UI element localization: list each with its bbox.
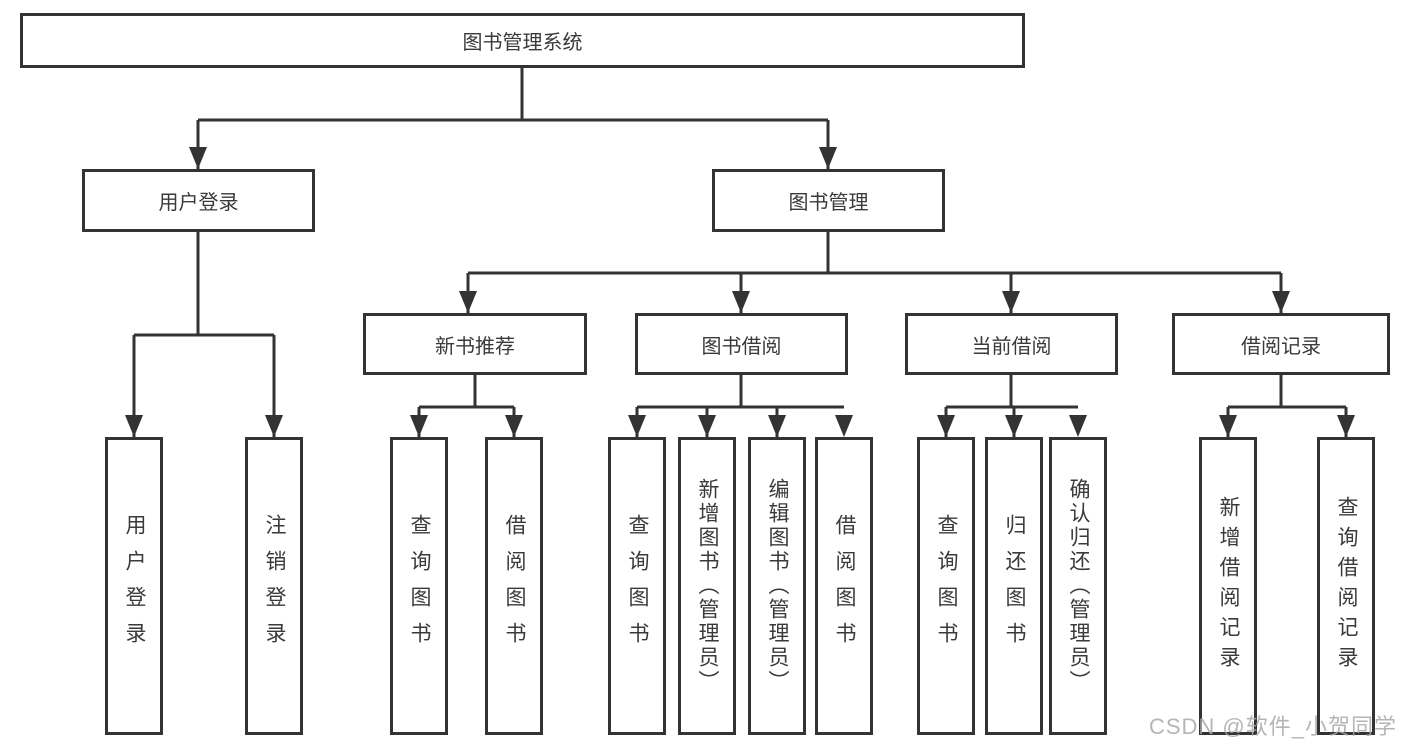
node-book-management: 图书管理	[712, 169, 945, 232]
node-label: 借阅图书	[833, 514, 856, 658]
node-label: 注销登录	[263, 514, 286, 658]
node-label: 查询图书	[626, 514, 649, 658]
leaf-edit-books-admin: 编辑图书（管理员）	[748, 437, 806, 735]
node-user-login: 用户登录	[82, 169, 315, 232]
node-label: 图书管理	[788, 192, 869, 214]
node-label: 查询图书	[408, 514, 431, 658]
node-label: 查询借阅记录	[1335, 496, 1358, 676]
node-new-book-recommend: 新书推荐	[363, 313, 587, 375]
node-label: 借阅图书	[503, 514, 526, 658]
leaf-query-books-borrow: 查询图书	[608, 437, 666, 735]
node-borrow-records: 借阅记录	[1172, 313, 1390, 375]
leaf-query-borrow-record: 查询借阅记录	[1317, 437, 1375, 735]
node-label: 查询图书	[935, 514, 958, 658]
leaf-confirm-return-admin: 确认归还（管理员）	[1049, 437, 1107, 735]
node-label: 用户登录	[123, 514, 146, 658]
leaf-return-books: 归还图书	[985, 437, 1043, 735]
node-label: 图书管理系统	[462, 32, 583, 54]
node-book-borrow: 图书借阅	[635, 313, 848, 375]
node-label: 图书借阅	[701, 335, 782, 358]
node-label: 新增借阅记录	[1217, 496, 1240, 676]
leaf-borrow-books-recommend: 借阅图书	[485, 437, 543, 735]
leaf-query-books-recommend: 查询图书	[390, 437, 448, 735]
watermark: CSDN @软件_小贺同学	[1148, 714, 1397, 739]
node-label: 当前借阅	[971, 335, 1052, 358]
leaf-borrow-books: 借阅图书	[815, 437, 873, 735]
node-label: 确认归还（管理员）	[1067, 478, 1090, 694]
node-label: 新增图书（管理员）	[696, 478, 719, 694]
node-current-borrow: 当前借阅	[905, 313, 1118, 375]
node-label: 借阅记录	[1241, 335, 1321, 358]
node-label: 归还图书	[1003, 514, 1026, 658]
leaf-user-login: 用户登录	[105, 437, 163, 735]
leaf-add-books-admin: 新增图书（管理员）	[678, 437, 736, 735]
node-library-system: 图书管理系统	[20, 13, 1025, 68]
node-label: 用户登录	[158, 192, 239, 214]
leaf-add-borrow-record: 新增借阅记录	[1199, 437, 1257, 735]
leaf-logout-login: 注销登录	[245, 437, 303, 735]
node-label: 编辑图书（管理员）	[766, 478, 789, 694]
node-label: 新书推荐	[435, 335, 515, 358]
leaf-query-books-current: 查询图书	[917, 437, 975, 735]
